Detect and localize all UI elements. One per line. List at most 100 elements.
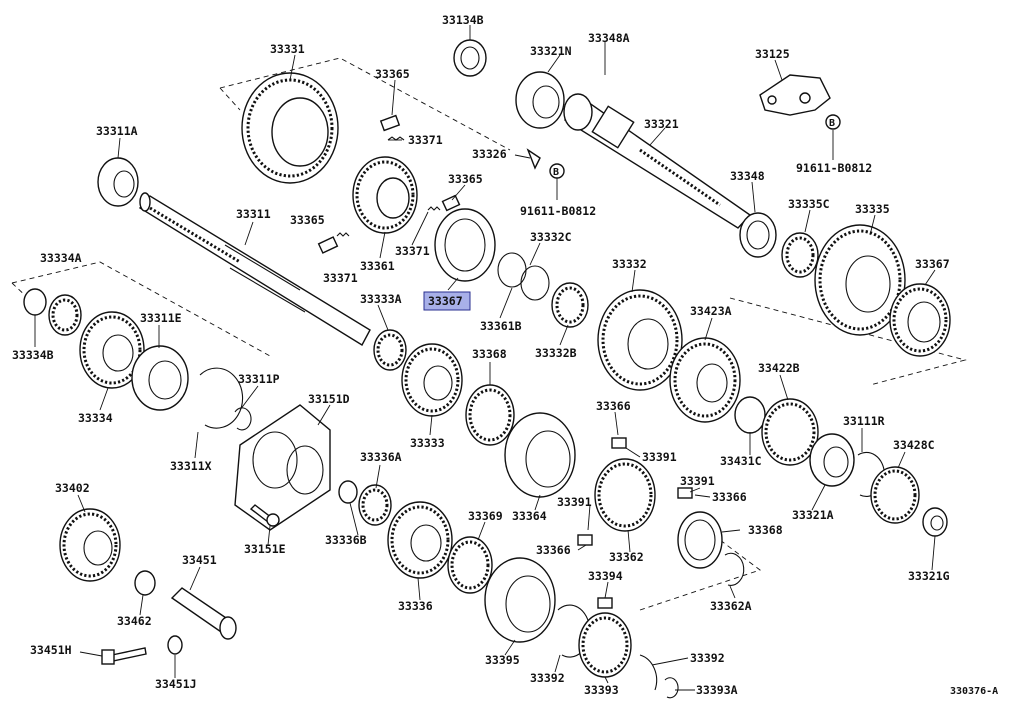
synchronizer-ring-33367-right[interactable]	[889, 283, 951, 357]
svg-text:B: B	[553, 167, 559, 178]
gear-33334[interactable]	[79, 311, 145, 389]
label-33402: 33402	[55, 481, 90, 495]
snap-ring-33361B[interactable]	[497, 252, 550, 301]
synchronizer-sleeve-33331[interactable]	[241, 72, 339, 184]
needle-bearing-33336A[interactable]	[358, 484, 392, 526]
label-33311P: 33311P	[238, 372, 280, 386]
label-33311A: 33311A	[96, 124, 138, 138]
bolt-33451H[interactable]	[101, 647, 147, 665]
needle-bearing-33335C[interactable]	[781, 232, 819, 278]
part-labels: 33134B 33348A 33331 33365 33321N 33125 3…	[12, 13, 998, 697]
interlock-plate-33125[interactable]	[759, 74, 831, 116]
snap-ring-33311X[interactable]	[199, 367, 244, 429]
label-33364: 33364	[512, 509, 547, 523]
label-91611-B0812-middle: 91611-B0812	[520, 204, 596, 218]
label-33362: 33362	[609, 550, 644, 564]
label-33125: 33125	[755, 47, 790, 61]
washer-33336B[interactable]	[338, 480, 358, 504]
label-33362A: 33362A	[710, 599, 752, 613]
label-33393A: 33393A	[696, 683, 738, 697]
bearing-33311A[interactable]	[97, 157, 139, 207]
bearing-33334A[interactable]	[48, 294, 82, 336]
needle-bearing-33332B[interactable]	[551, 282, 589, 328]
label-33431C: 33431C	[720, 454, 762, 468]
bearing-33134B[interactable]	[453, 39, 487, 77]
gear-33422B[interactable]	[761, 398, 819, 466]
label-33326: 33326	[472, 147, 507, 161]
nut-33321G[interactable]	[922, 507, 948, 537]
label-33332C: 33332C	[530, 230, 572, 244]
washer-33462[interactable]	[134, 570, 156, 596]
synchronizer-ring-33367-highlighted-part[interactable]	[434, 208, 496, 282]
bolt-33151E[interactable]	[249, 504, 280, 527]
label-33151D: 33151D	[308, 392, 350, 406]
snap-ring-33392-lower[interactable]	[639, 654, 658, 691]
label-33451J: 33451J	[155, 677, 197, 691]
label-33423A: 33423A	[690, 304, 732, 318]
input-shaft-33311[interactable]	[138, 192, 371, 346]
label-33451H: 33451H	[30, 643, 72, 657]
label-33392: 33392	[530, 671, 565, 685]
gear-33402[interactable]	[59, 508, 121, 582]
gear-33333[interactable]	[401, 343, 463, 417]
label-33391: 33391	[642, 450, 677, 464]
label-33336: 33336	[398, 599, 433, 613]
label-33462: 33462	[117, 614, 152, 628]
output-shaft-33321[interactable]	[563, 93, 752, 229]
label-33311: 33311	[236, 207, 271, 221]
hub-33362[interactable]	[594, 458, 656, 532]
gear-33335[interactable]	[814, 224, 906, 336]
synchronizer-ring-33369[interactable]	[447, 536, 493, 594]
label-33333A: 33333A	[360, 292, 402, 306]
dashed-group-outlines	[11, 57, 967, 611]
label-33367-highlighted: 33367	[428, 294, 463, 308]
washer-33334B[interactable]	[23, 288, 47, 316]
gear-33428C[interactable]	[870, 466, 920, 524]
label-33321N: 33321N	[530, 44, 572, 58]
label-33335: 33335	[855, 202, 890, 216]
bearing-33321N[interactable]	[515, 71, 565, 129]
svg-text:B: B	[829, 118, 835, 129]
needle-bearing-33333A[interactable]	[373, 329, 407, 371]
label-33335C: 33335C	[788, 197, 830, 211]
gear-33332[interactable]	[597, 289, 683, 391]
bolt-marker-b-2: B	[549, 163, 565, 179]
highlight-box-33367[interactable]	[423, 291, 471, 311]
snap-ring-33362A[interactable]	[724, 552, 745, 586]
sleeve-33395[interactable]	[484, 557, 556, 643]
washer-33451J[interactable]	[167, 635, 183, 655]
label-33321: 33321	[644, 117, 679, 131]
gear-33423A[interactable]	[669, 337, 741, 423]
sleeve-33364[interactable]	[504, 412, 576, 498]
label-33391: 33391	[680, 474, 715, 488]
synchronizer-ring-33368[interactable]	[465, 384, 515, 446]
label-33366: 33366	[712, 490, 747, 504]
gear-33393[interactable]	[578, 612, 632, 678]
label-33134B: 33134B	[442, 13, 484, 27]
shaft-33451[interactable]	[170, 587, 237, 640]
bolt-marker-b-1: B	[825, 114, 841, 130]
label-33391: 33391	[557, 495, 592, 509]
label-33371: 33371	[408, 133, 443, 147]
label-33394: 33394	[588, 569, 623, 583]
gear-33336[interactable]	[387, 501, 453, 579]
gear-33361[interactable]	[352, 156, 418, 234]
bushing-33431C[interactable]	[734, 396, 766, 434]
bearing-33311E[interactable]	[131, 345, 189, 411]
label-33311X: 33311X	[170, 459, 212, 473]
bearing-retainer-33151D[interactable]	[234, 404, 331, 531]
label-33151E: 33151E	[244, 542, 286, 556]
bearing-33321A[interactable]	[809, 433, 855, 487]
label-33361B: 33361B	[480, 319, 522, 333]
label-33393: 33393	[584, 683, 619, 697]
snap-ring-33393A[interactable]	[664, 677, 679, 699]
label-33336A: 33336A	[360, 450, 402, 464]
label-33422B: 33422B	[758, 361, 800, 375]
label-33321G: 33321G	[908, 569, 950, 583]
shifting-keys-and-springs[interactable]	[317, 114, 693, 609]
synchronizer-ring-33368-lower[interactable]	[677, 511, 723, 569]
spacer-33348[interactable]	[739, 212, 777, 258]
label-33368: 33368	[472, 347, 507, 361]
snap-ring-33311P[interactable]	[234, 407, 252, 431]
